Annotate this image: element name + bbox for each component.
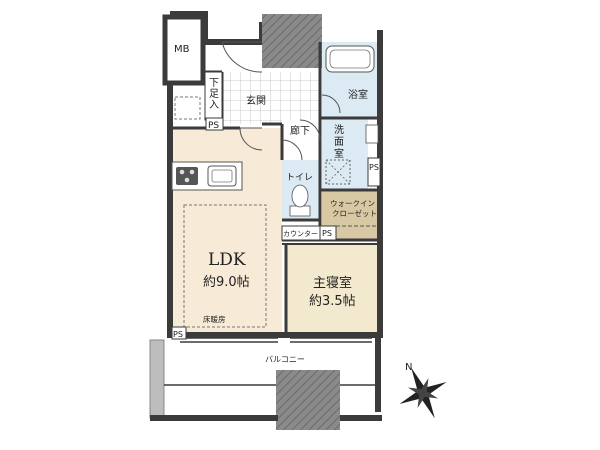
senmen-label-1: 洗 xyxy=(334,124,344,136)
toilet-tank xyxy=(289,205,311,217)
column-top xyxy=(262,14,322,68)
counter-label: カウンター xyxy=(283,229,318,238)
floor-heating-area xyxy=(183,204,267,328)
balcony-label: バルコニー xyxy=(265,355,305,364)
bath-door-swing xyxy=(321,94,341,114)
bedroom-name: 主寝室 xyxy=(313,275,352,291)
column-left-bar xyxy=(149,339,165,419)
toilet-label: トイレ xyxy=(286,173,313,183)
ps-center-label: PS xyxy=(322,229,332,238)
senmen-label-2: 面 xyxy=(334,137,344,148)
entry-storage-dashed xyxy=(174,96,201,120)
window-sashes xyxy=(180,337,372,343)
compass-north-label: N xyxy=(405,362,412,373)
wic-label-1: ウォークイン xyxy=(330,199,375,208)
entry-door-swing xyxy=(221,41,263,73)
senmen-label-3: 室 xyxy=(334,147,344,160)
toilet-bowl xyxy=(291,184,309,208)
wash-door-swing xyxy=(299,119,321,141)
ps-entry-box xyxy=(205,117,224,131)
wic-label-2: クローゼット xyxy=(332,208,377,218)
ldk-floor xyxy=(170,128,282,333)
floor-heating-label: 床暖房 xyxy=(203,314,226,324)
ps-right-box xyxy=(367,157,381,187)
ps-right-label: PS xyxy=(369,163,379,172)
washer-pan xyxy=(325,159,351,185)
balcony-outline xyxy=(150,335,382,421)
yokushitsu-label: 浴室 xyxy=(348,88,368,101)
mb-box xyxy=(162,14,206,86)
ps-entry-label: PS xyxy=(208,121,219,131)
washbasin xyxy=(365,124,379,144)
ldk-door-swing xyxy=(239,127,263,151)
genkan-label: 玄関 xyxy=(246,94,266,107)
genkan-floor xyxy=(222,72,320,124)
getabako-label: 下足入 xyxy=(209,78,219,111)
ps-ldk-box xyxy=(171,326,187,340)
bedroom-size: 約3.5帖 xyxy=(309,294,356,309)
ldk-name: LDK xyxy=(208,250,246,270)
ps-center-box xyxy=(319,225,337,241)
kitchen-sink xyxy=(207,165,237,187)
washroom-floor xyxy=(322,118,368,190)
kitchen-stove xyxy=(176,167,198,185)
roka-label: 廊下 xyxy=(290,124,310,137)
ps-ldk-label: PS xyxy=(173,330,183,339)
compass-rose xyxy=(399,367,447,419)
ldk-size: 約9.0帖 xyxy=(203,275,250,290)
mb-label: MB xyxy=(174,44,190,55)
bedroom-floor xyxy=(287,245,377,335)
toilet-door-swing xyxy=(281,139,303,161)
column-bottom xyxy=(276,370,340,430)
bathtub xyxy=(325,45,375,73)
